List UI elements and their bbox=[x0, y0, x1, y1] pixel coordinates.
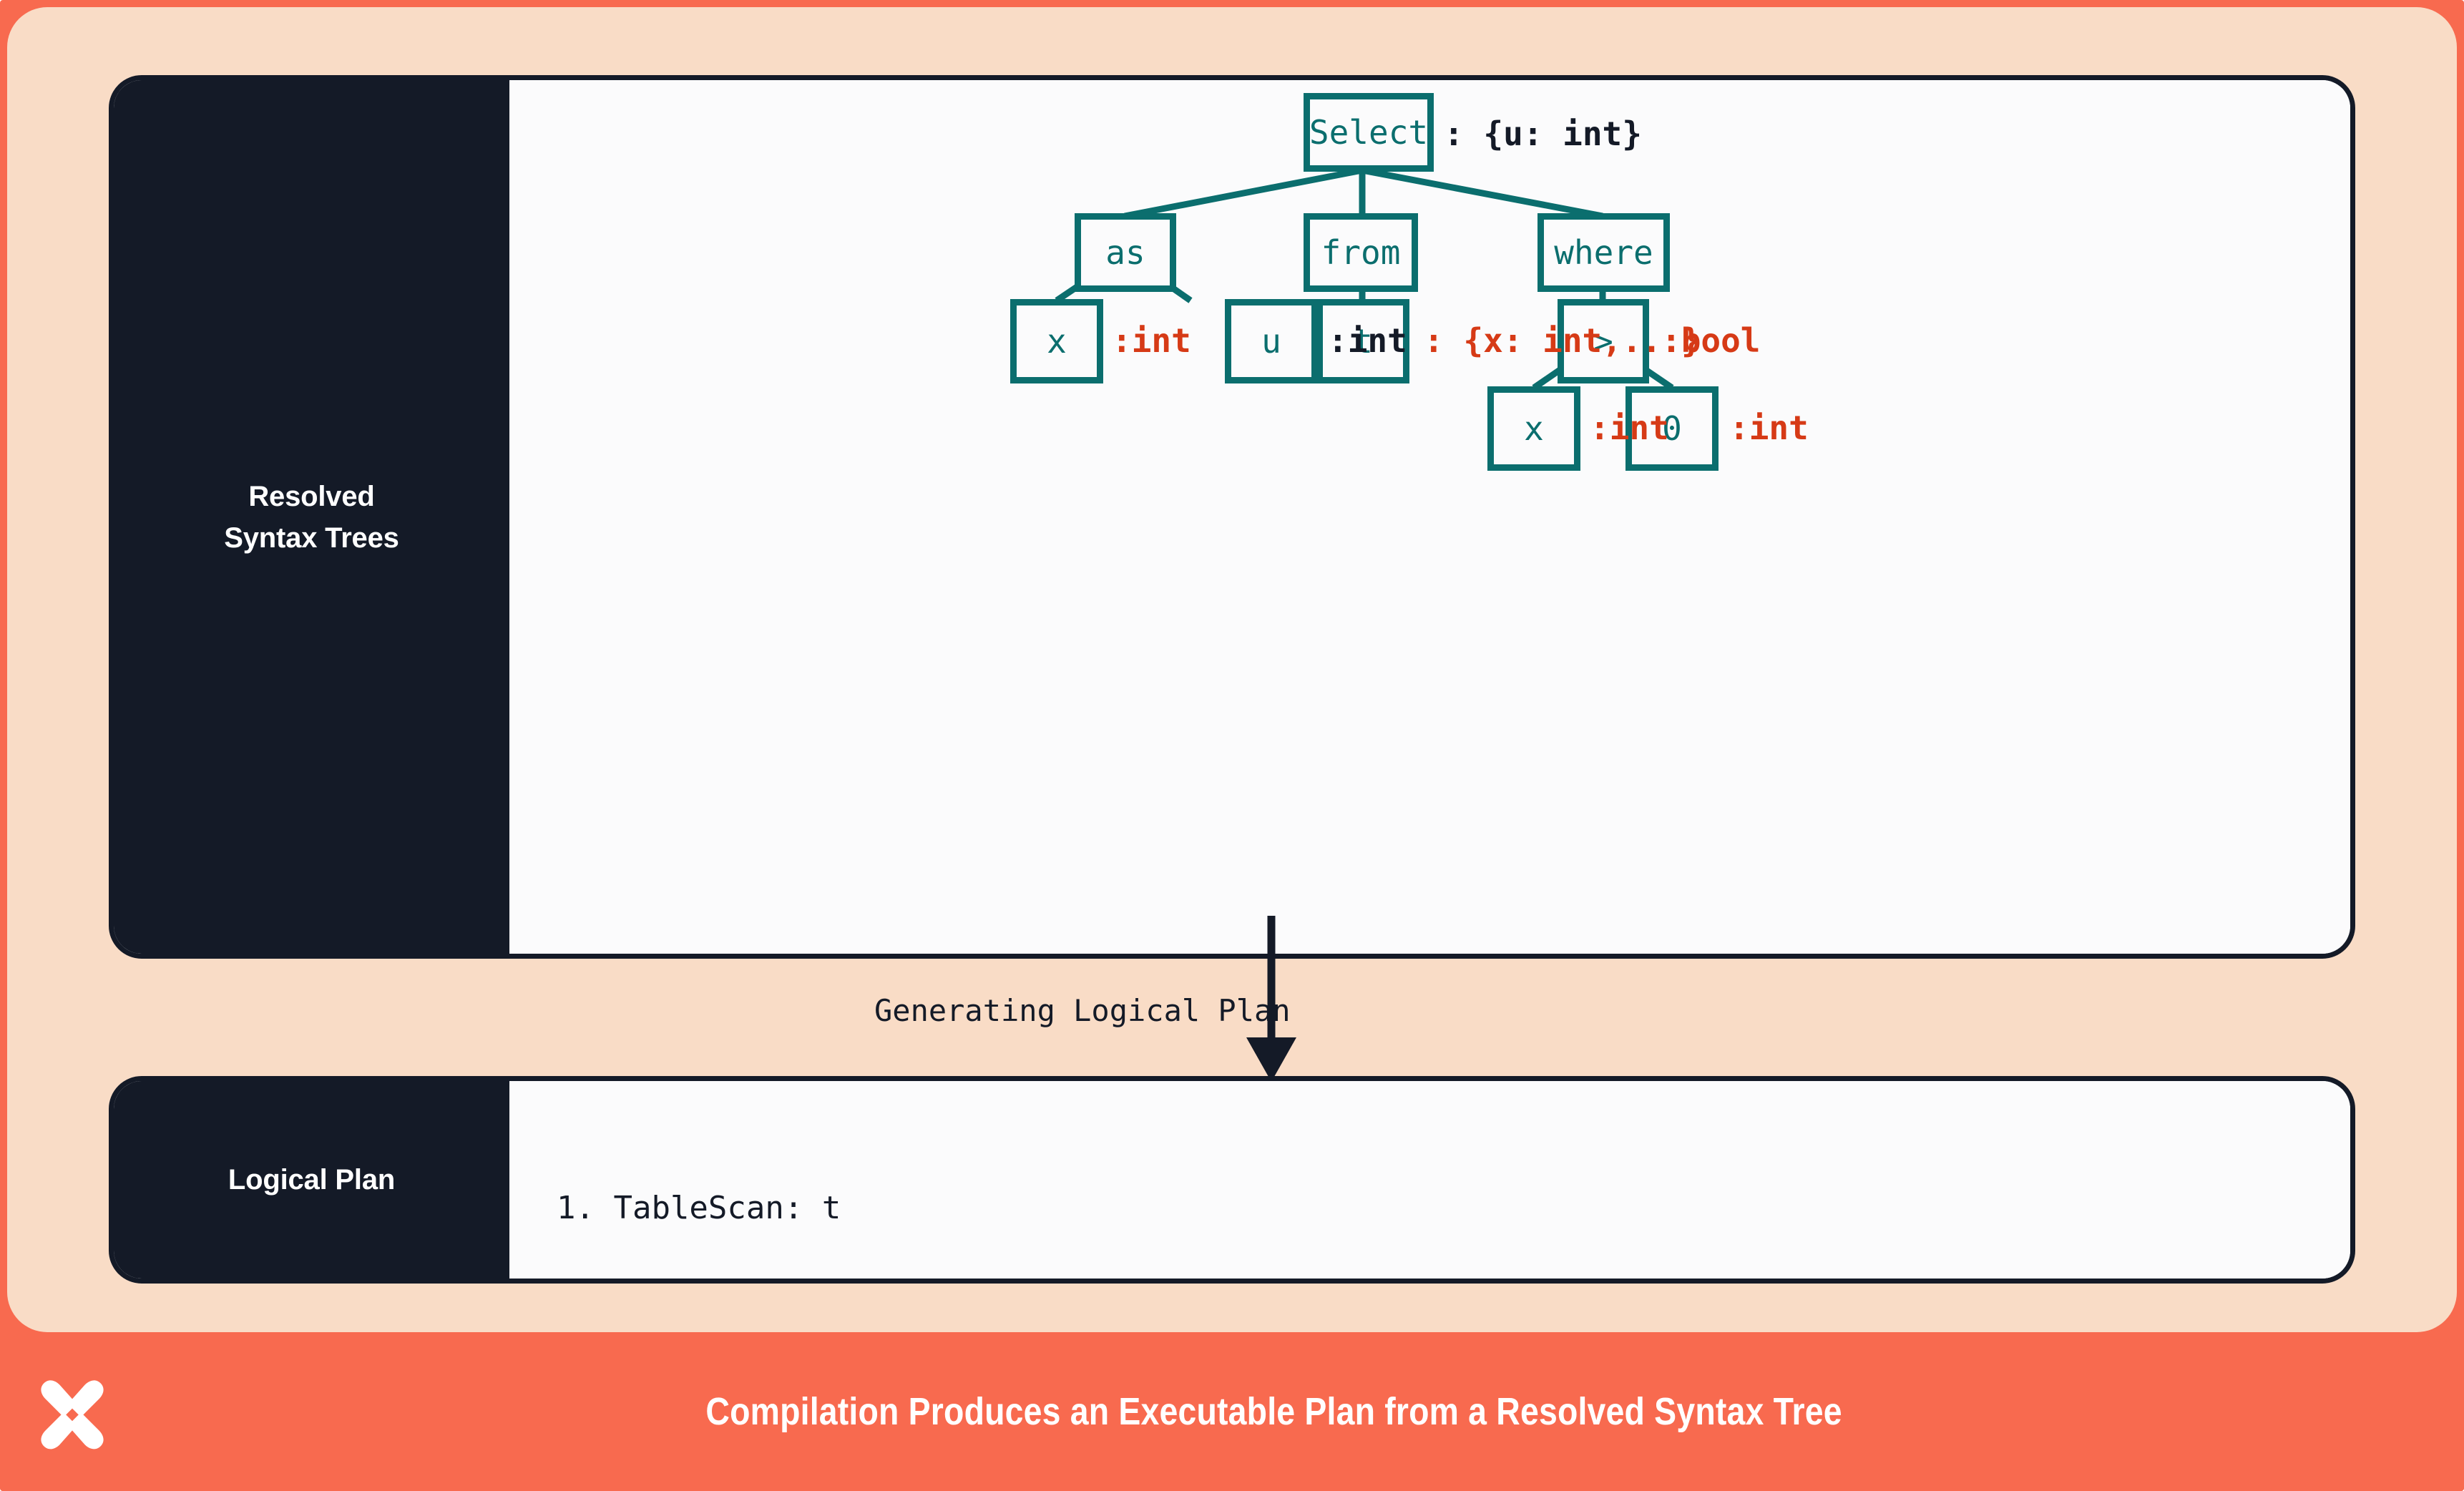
logical-plan-step: 1. TableScan: t bbox=[557, 1189, 841, 1226]
transition-generating-logical-plan: Generating Logical Plan bbox=[109, 916, 2355, 1082]
tree-node-as-x[interactable]: x bbox=[1010, 299, 1103, 383]
panel-label-line-2: Syntax Trees bbox=[224, 522, 399, 554]
tree-node-where[interactable]: where bbox=[1537, 213, 1670, 292]
tree-node-as-x-annotation: :int bbox=[1112, 321, 1191, 360]
tree-node-gt-x-label: x bbox=[1524, 409, 1544, 448]
tree-node-gt-zero-annotation: :int bbox=[1729, 409, 1809, 447]
edge-select-where bbox=[1361, 167, 1603, 220]
tree-edges bbox=[1055, 167, 1674, 391]
poster-canvas: Resolved Syntax Trees bbox=[7, 7, 2457, 1332]
tree-node-as-u-annotation: :int bbox=[1328, 321, 1407, 360]
down-arrow-icon bbox=[1246, 916, 1296, 1082]
edge-select-as bbox=[1124, 167, 1363, 220]
tree-node-as-label: as bbox=[1105, 233, 1145, 272]
footer-bar: Compilation Produces an Executable Plan … bbox=[0, 1332, 2464, 1491]
tree-node-from[interactable]: from bbox=[1304, 213, 1418, 292]
tree-node-gt[interactable]: > bbox=[1558, 299, 1649, 383]
tree-node-from-t-label: t bbox=[1353, 322, 1373, 361]
logical-plan-label: Logical Plan bbox=[114, 1081, 509, 1279]
tree-node-as-u[interactable]: u bbox=[1225, 299, 1318, 383]
resolved-syntax-trees-label: Resolved Syntax Trees bbox=[114, 80, 509, 954]
panel-label-line-1: Resolved bbox=[248, 480, 375, 512]
tree-node-gt-zero-label: 0 bbox=[1662, 409, 1682, 448]
tree-node-gt-zero[interactable]: 0 bbox=[1625, 386, 1719, 471]
tree-node-from-label: from bbox=[1321, 233, 1401, 272]
tree-node-gt-x-annotation: :int bbox=[1590, 409, 1669, 447]
tree-node-select-annotation: : {u: int} bbox=[1444, 114, 1642, 153]
tree-node-from-t-annotation: : {x: int,...} bbox=[1424, 321, 1701, 360]
butterfly-x-logo-icon bbox=[41, 1380, 104, 1450]
tree-node-select-label: Select bbox=[1309, 113, 1429, 152]
logical-plan-body: 1. TableScan: t 2. Filter: t.x > 0 3. Pr… bbox=[509, 1081, 2350, 1279]
syntax-tree-canvas: Select : {u: int} as from where x :int bbox=[509, 80, 2350, 954]
logical-plan-steps: 1. TableScan: t 2. Filter: t.x > 0 3. Pr… bbox=[557, 1097, 992, 1279]
tree-node-from-t[interactable]: t bbox=[1316, 299, 1409, 383]
footer-title: Compilation Produces an Executable Plan … bbox=[705, 1390, 1842, 1433]
tree-node-as-x-label: x bbox=[1047, 322, 1067, 361]
logical-plan-panel: Logical Plan 1. TableScan: t 2. Filter: … bbox=[109, 1076, 2355, 1284]
tree-node-gt-x[interactable]: x bbox=[1487, 386, 1580, 471]
tree-node-as[interactable]: as bbox=[1075, 213, 1176, 292]
tree-node-where-label: where bbox=[1554, 233, 1653, 272]
transition-label: Generating Logical Plan bbox=[874, 993, 1291, 1028]
resolved-syntax-trees-panel: Resolved Syntax Trees bbox=[109, 75, 2355, 959]
tree-node-gt-annotation: :bool bbox=[1661, 321, 1761, 360]
tree-node-as-u-label: u bbox=[1261, 322, 1281, 361]
tree-node-select[interactable]: Select bbox=[1304, 93, 1434, 172]
tree-node-gt-label: > bbox=[1593, 322, 1613, 361]
